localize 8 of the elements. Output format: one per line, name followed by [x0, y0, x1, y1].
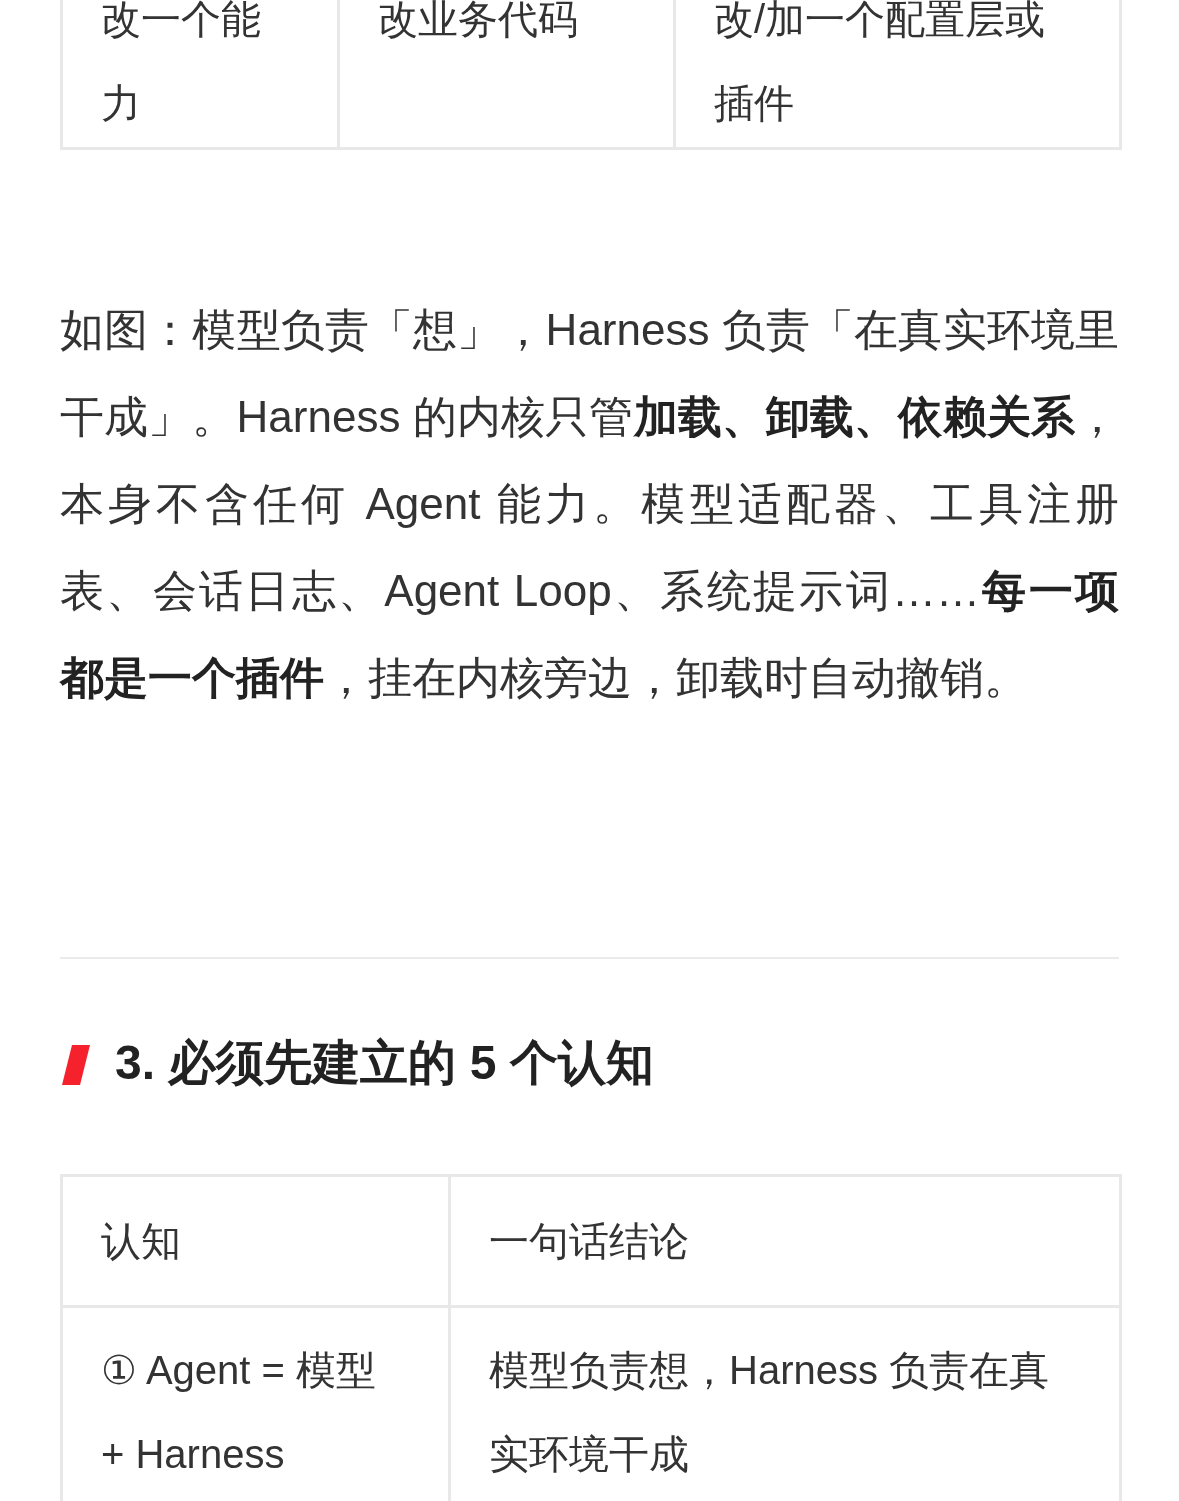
table-cell: 改一个能力: [61, 0, 339, 149]
table-cell: 一句话结论: [449, 1175, 1121, 1307]
paragraph: 如图：模型负责「想」，Harness 负责「在真实环境里干成」。Harness 的内核只管加载、卸载、依赖关系，本身不含任何 Agent 能力。模型适配器、工具注册表、会话日志、Agent Loop、系统提示词……每一项都是一个插件，挂在内核旁边，卸载时自动撤销。: [60, 304, 1119, 704]
table-cell: 改/加一个配置层或插件: [674, 0, 1121, 149]
table-cell: 认知: [61, 1175, 450, 1307]
table-cell: ① Agent = 模型 + Harness: [61, 1306, 450, 1501]
table-cell: 改业务代码: [338, 0, 675, 149]
section-heading: 3. 必须先建立的 5 个认知: [115, 1035, 654, 1091]
